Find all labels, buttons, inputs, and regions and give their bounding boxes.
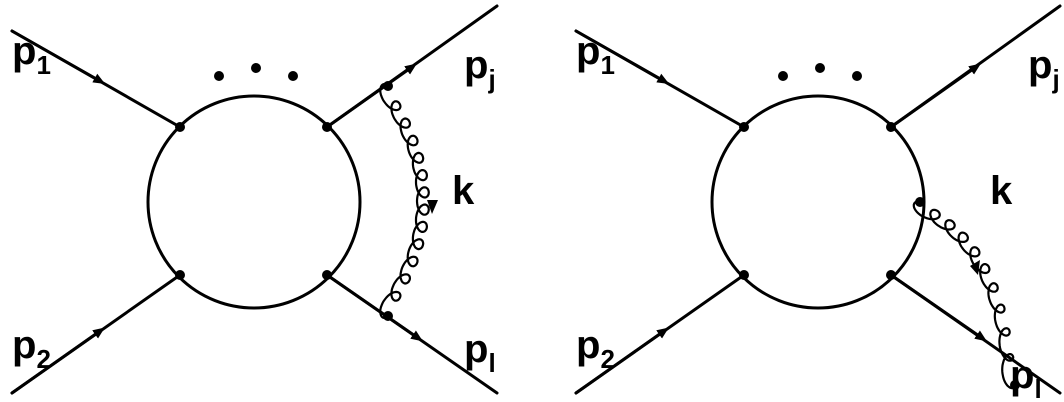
vertex-dot — [739, 270, 749, 280]
arrow-p2 — [10, 327, 105, 395]
arrow-p2 — [574, 327, 669, 395]
ellipsis-dot — [815, 63, 825, 73]
arrow-pj — [325, 63, 417, 129]
label-k: k — [990, 169, 1013, 213]
label-k: k — [452, 169, 475, 213]
arrow-pl — [325, 273, 423, 342]
vertex-dot — [322, 122, 332, 132]
gluon-arrow — [970, 260, 980, 275]
label-p1: p1 — [12, 29, 51, 80]
ellipsis-dot — [778, 71, 788, 81]
vertex-dot — [322, 270, 332, 280]
label-pl: pl — [1010, 353, 1042, 402]
ellipsis-dot — [852, 71, 862, 81]
ellipsis-dot — [251, 63, 261, 73]
vertex-dot — [739, 122, 749, 132]
arrow-pj — [889, 63, 981, 129]
arrow-p1 — [10, 29, 106, 84]
label-p2: p2 — [576, 323, 615, 374]
label-pl: pl — [464, 327, 496, 378]
diagram-left: p1 p2 pj pl k — [10, 4, 499, 395]
label-p2: p2 — [12, 323, 51, 374]
diagram-right: p1 p2 pj pl k — [574, 4, 1062, 402]
ellipsis-dot — [288, 71, 298, 81]
loop-blob — [146, 94, 362, 310]
gluon-k — [912, 200, 1017, 390]
vertex-dot — [886, 270, 896, 280]
ellipsis-dot — [214, 71, 224, 81]
vertex-dot — [175, 122, 185, 132]
label-pj: pj — [464, 43, 496, 94]
gluon-k — [379, 82, 430, 320]
gluon-arrow — [427, 200, 438, 214]
label-pj: pj — [1028, 43, 1060, 94]
label-p1: p1 — [576, 29, 615, 80]
arrow-p1 — [574, 29, 670, 84]
vertex-dot — [886, 122, 896, 132]
arrow-pl — [889, 273, 987, 342]
vertex-dot — [175, 270, 185, 280]
